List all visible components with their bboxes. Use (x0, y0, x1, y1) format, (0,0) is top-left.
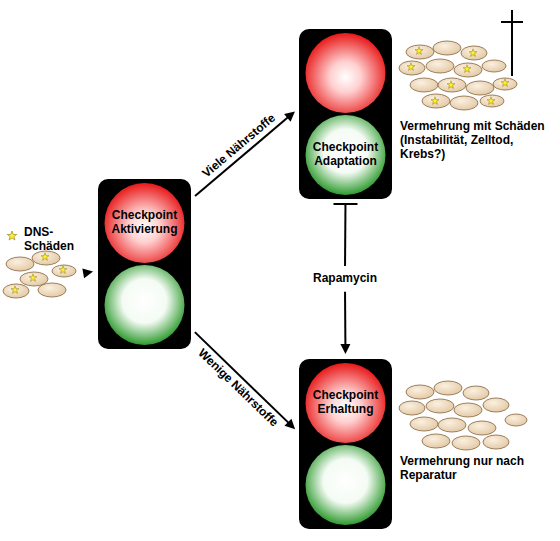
inhibition-line (333, 204, 357, 266)
arrow-head (284, 419, 295, 430)
damaged-cells: DNS-Schäden (2, 226, 80, 306)
connector-line (344, 204, 346, 266)
caption-text: DNS-Schäden (24, 226, 80, 254)
arrow-connector (195, 111, 295, 196)
traffic-light: Checkpoint Erhaltung (298, 358, 393, 530)
light-text: Checkpoint Aktivierung (105, 209, 184, 237)
arrow-connector (195, 332, 295, 429)
drug-name: Rapamycin (313, 272, 377, 286)
traffic-light-housing (298, 28, 393, 200)
traffic-light: Checkpoint Adaptation (298, 28, 393, 200)
connector-line (195, 117, 289, 196)
arrow-connector (82, 268, 93, 278)
arrow-head (340, 344, 350, 354)
traffic-light: Checkpoint Aktivierung (97, 178, 192, 350)
traffic-light-housing (97, 178, 192, 350)
drug-label: Rapamycin (309, 270, 381, 288)
light-text: Checkpoint Adaptation (306, 141, 385, 169)
connector-line (195, 332, 290, 423)
arrow-connector (340, 292, 350, 354)
edge-label: Wenige Nährstoffe (194, 345, 282, 431)
arrow-head (82, 268, 93, 278)
repaired-offspring: Vermehrung nur nach Reparatur (398, 375, 548, 500)
caption-text: Vermehrung nur nach Reparatur (400, 455, 540, 483)
damaged-offspring: Vermehrung mit Schäden (Instabilität, Ze… (398, 8, 556, 198)
connector-line (344, 292, 346, 346)
death-cross (501, 10, 523, 76)
caption-text: Vermehrung mit Schäden (Instabilität, Ze… (400, 120, 550, 161)
arrow-head (284, 111, 295, 121)
inhibition-bar (333, 203, 357, 205)
traffic-light-housing (298, 358, 393, 530)
edge-label: Viele Nährstoffe (198, 110, 279, 182)
light-text: Checkpoint Erhaltung (306, 389, 385, 417)
